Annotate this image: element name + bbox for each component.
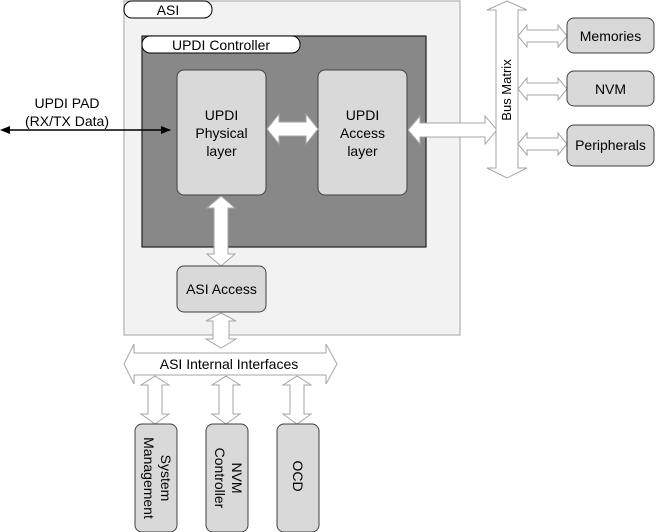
memories-label: Memories [580, 28, 641, 44]
bus-matrix: Bus Matrix [486, 0, 528, 179]
asi-access-label: ASI Access [186, 281, 257, 297]
bus-matrix-label: Bus Matrix [499, 59, 514, 121]
updi-physical-layer-block: UPDI Physical layer [176, 69, 267, 196]
asi-title: ASI [157, 2, 180, 18]
ocd-block: OCD [276, 423, 320, 532]
asi-access-interfaces-arrow-icon [204, 312, 238, 349]
updi-pad-connection: UPDI PAD (RX/TX Data) [0, 95, 171, 134]
system-management-line2: Management [141, 437, 157, 519]
peripherals-block: Peripherals [566, 124, 655, 167]
nvm-controller-line2: Controller [212, 448, 228, 509]
memories-block: Memories [566, 17, 655, 54]
ocd-label: OCD [290, 460, 306, 491]
system-management-arrow-icon [139, 375, 171, 425]
nvm-label: NVM [595, 81, 626, 97]
asi-access-block: ASI Access [176, 265, 267, 313]
updi-pad-label-line2: (RX/TX Data) [25, 113, 109, 129]
system-management-block: System Management [134, 423, 178, 532]
peripherals-label: Peripherals [575, 137, 646, 153]
nvm-controller-block: NVM Controller [205, 423, 249, 532]
memories-arrow-icon [517, 23, 568, 49]
updi-controller-title-tab: UPDI Controller [141, 35, 301, 54]
updi-controller-title: UPDI Controller [172, 37, 270, 53]
nvm-controller-line1: NVM [229, 462, 245, 493]
physical-layer-line2: Physical [195, 125, 247, 141]
access-layer-line2: Access [340, 125, 385, 141]
peripherals-arrow-icon [517, 131, 568, 157]
physical-access-arrow-icon [266, 112, 319, 146]
asi-internal-interfaces-label: ASI Internal Interfaces [160, 356, 299, 372]
nvm-arrow-icon [517, 76, 568, 102]
nvm-block: NVM [566, 70, 655, 107]
asi-internal-interfaces-bus: ASI Internal Interfaces [123, 343, 338, 385]
ocd-arrow-icon [281, 375, 313, 425]
physical-layer-line3: layer [206, 143, 237, 159]
arrowhead-left-icon [0, 126, 10, 134]
nvm-controller-arrow-icon [210, 375, 242, 425]
access-layer-line1: UPDI [346, 107, 379, 123]
system-management-line1: System [158, 455, 174, 502]
updi-access-layer-block: UPDI Access layer [317, 69, 408, 196]
physical-layer-line1: UPDI [205, 107, 238, 123]
updi-pad-label-line1: UPDI PAD [34, 95, 99, 111]
access-layer-line3: layer [347, 143, 378, 159]
asi-title-tab: ASI [123, 0, 213, 19]
